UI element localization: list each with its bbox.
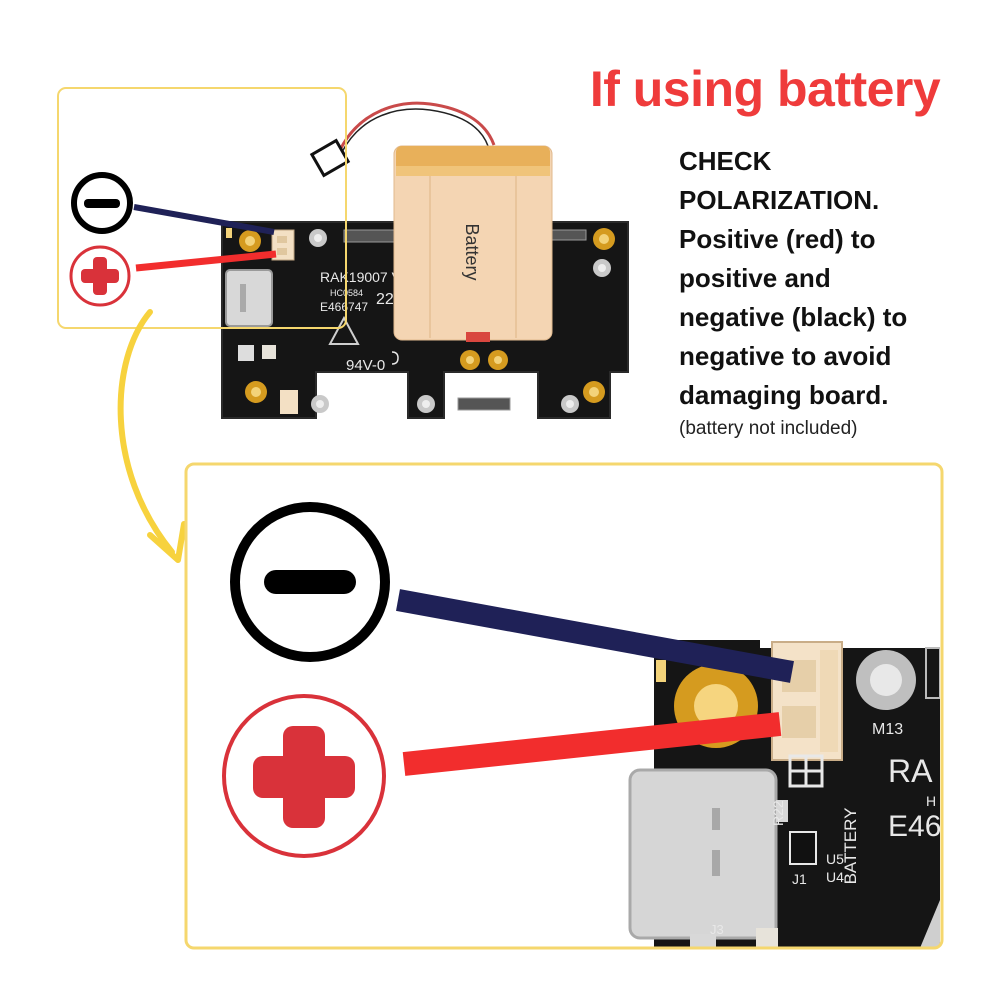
zoom-e-fragment: E46 bbox=[888, 810, 941, 843]
negative-symbol-large bbox=[230, 502, 390, 662]
battery-pack: Battery bbox=[393, 145, 553, 342]
negative-wire-small bbox=[133, 204, 275, 235]
instruction-line: CHECK bbox=[679, 146, 772, 176]
positive-symbol-small bbox=[69, 245, 131, 307]
ul-mark bbox=[391, 351, 399, 365]
board-date: 22 bbox=[376, 291, 394, 308]
board-code-2: E466747 bbox=[320, 300, 368, 314]
instruction-line: positive and bbox=[679, 263, 831, 293]
instruction-line: damaging board. bbox=[679, 380, 889, 410]
arrow-head bbox=[147, 521, 187, 563]
positive-wire-small bbox=[135, 250, 277, 272]
battery-note: (battery not included) bbox=[679, 418, 858, 439]
top-highlight-frame bbox=[57, 87, 347, 329]
instructions: CHECK POLARIZATION. Positive (red) to po… bbox=[679, 142, 979, 415]
zoom-ref-j1: J1 bbox=[792, 871, 807, 887]
zoom-battery-silk: BATTERY bbox=[841, 808, 860, 885]
zoom-usb-c-port bbox=[628, 768, 778, 940]
slot-a-connector bbox=[457, 397, 511, 411]
zoom-ref-u5: U5 bbox=[826, 851, 844, 867]
zoom-ref-j3: J3 bbox=[710, 922, 724, 937]
zoom-highlight-frame bbox=[184, 462, 944, 950]
zoom-ref-r22: R22 bbox=[770, 800, 786, 826]
battery-label: Battery bbox=[462, 223, 482, 280]
instruction-line: POLARIZATION. bbox=[679, 185, 880, 215]
zoom-ref-u4: U4 bbox=[826, 869, 844, 885]
board-logo-triangle bbox=[328, 315, 360, 345]
instruction-line: negative to avoid bbox=[679, 341, 892, 371]
top-fpc-connector bbox=[343, 229, 397, 243]
battery-plug bbox=[309, 138, 351, 178]
heading: If using battery bbox=[589, 61, 941, 117]
zoom-title-fragment: RA bbox=[888, 753, 933, 789]
right-fpc-connector bbox=[551, 229, 587, 241]
silver-mount-holes bbox=[309, 229, 611, 413]
positive-symbol-large bbox=[222, 694, 386, 858]
usb-c-port bbox=[225, 269, 273, 327]
positive-wire-large bbox=[402, 712, 782, 776]
battery-cable bbox=[338, 101, 496, 151]
negative-symbol-small bbox=[71, 172, 133, 234]
instruction-line: Positive (red) to bbox=[679, 224, 876, 254]
instruction-line: negative (black) to bbox=[679, 302, 908, 332]
board-title: RAK19007 V bbox=[320, 269, 402, 285]
zoom-code-fragment: H bbox=[926, 793, 936, 809]
zoom-mount-label: M13 bbox=[872, 721, 903, 738]
zoom-arrow bbox=[117, 309, 175, 555]
board-rating: 94V-0 bbox=[346, 357, 385, 374]
negative-wire-large bbox=[396, 589, 794, 683]
zoomed-board: M13 R22 J1 U5 U4 J3 BATTERY RA bbox=[628, 640, 941, 948]
gold-mount-holes bbox=[239, 228, 615, 403]
